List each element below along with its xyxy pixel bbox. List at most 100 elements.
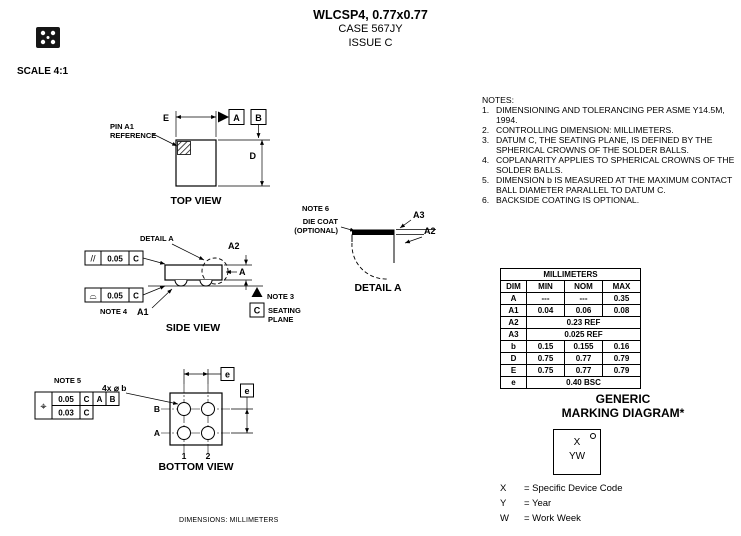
- dim-e-box: [220, 367, 235, 381]
- coplanarity-symbol-icon: ⌓: [89, 291, 96, 301]
- cell-span: 0.40 BSC: [526, 376, 641, 389]
- note-item: 2. CONTROLLING DIMENSION: MILLIMETERS.: [482, 125, 740, 135]
- pin-a1-reference-label: PIN A1: [110, 122, 134, 131]
- fcf-datum: C: [84, 395, 90, 404]
- side-view-title: SIDE VIEW: [166, 322, 220, 334]
- col-label-2: 2: [206, 451, 211, 461]
- col-label-1: 1: [182, 451, 187, 461]
- fcf-tolerance: 0.05: [107, 255, 123, 264]
- cell-nom: ---: [564, 292, 603, 305]
- side-view: DETAIL A A2 A // 0.05 C: [84, 234, 301, 334]
- datum-c-box: [249, 302, 265, 318]
- note-text: DIMENSION b IS MEASURED AT THE MAXIMUM C…: [496, 175, 733, 195]
- ball-dot: [40, 30, 46, 36]
- dim-a1-leader: [151, 288, 173, 309]
- legend-row: Y = Year: [500, 498, 622, 513]
- cell-span: 0.025 REF: [526, 328, 641, 341]
- dim-e-label: e: [244, 386, 249, 396]
- cell-max: 0.16: [602, 340, 641, 353]
- dim-a-label: A: [239, 267, 246, 277]
- fcf-tolerance: 0.05: [58, 395, 74, 404]
- pin-a1-hatch-mark: [177, 141, 191, 155]
- solder-ball: [177, 426, 191, 440]
- cell-dim: A: [500, 292, 527, 305]
- detail-a-title: DETAIL A: [354, 282, 401, 294]
- pin-one-indicator-icon: [590, 433, 596, 439]
- datum-b-label: B: [255, 113, 262, 123]
- centerlines: [161, 384, 231, 454]
- device-code-mark: X: [573, 437, 581, 448]
- fcf-datum: C: [133, 292, 139, 301]
- extension-lines: [396, 229, 436, 235]
- bottom-view-title: BOTTOM VIEW: [158, 461, 233, 473]
- table-row: MILLIMETERS: [500, 268, 641, 281]
- note-item: 5. DIMENSION b IS MEASURED AT THE MAXIMU…: [482, 175, 740, 195]
- solder-ball: [201, 426, 215, 440]
- note3-ref: NOTE 3: [267, 292, 294, 301]
- dim-a1-label: A1: [137, 307, 149, 317]
- solder-ball: [174, 279, 188, 287]
- legend-desc: = Work Week: [524, 513, 581, 524]
- dimensions-footnote: DIMENSIONS: MILLIMETERS: [179, 517, 279, 524]
- legend-desc: = Specific Device Code: [524, 483, 623, 494]
- table-row: A --- --- 0.35: [500, 292, 641, 305]
- dim-e-label: e: [225, 370, 230, 380]
- bottom-view: NOTE 5 ⌖ 0.05 C A B 0.03 C 4x ⌀ b: [34, 367, 254, 473]
- body-corner-lines: [351, 229, 395, 263]
- note-text: COPLANARITY APPLIES TO SPHERICAL CROWNS …: [496, 155, 735, 175]
- note-item: 6. BACKSIDE COATING IS OPTIONAL.: [482, 195, 740, 205]
- parallelism-symbol-icon: //: [90, 254, 96, 264]
- unit-header-cell: MILLIMETERS: [500, 268, 641, 281]
- ball-dot: [40, 39, 46, 45]
- cell-dim: E: [500, 364, 527, 377]
- table-row: D 0.75 0.77 0.79: [500, 352, 641, 365]
- table-row: A1 0.04 0.06 0.08: [500, 304, 641, 317]
- datum-a-label: A: [233, 113, 240, 123]
- fcf-parallelism: // 0.05 C: [84, 250, 166, 266]
- fcf-datum: B: [110, 395, 116, 404]
- cell-nom: 0.77: [564, 352, 603, 365]
- top-view-title: TOP VIEW: [171, 195, 222, 207]
- fcf-datum: C: [133, 255, 139, 264]
- dim-d-label: D: [250, 151, 257, 161]
- note-text: CONTROLLING DIMENSION: MILLIMETERS.: [496, 125, 674, 135]
- dim-a3-label: A3: [413, 210, 425, 220]
- die-coat-label2: (OPTIONAL): [294, 226, 338, 235]
- legend-row: X = Specific Device Code: [500, 483, 622, 498]
- cell-dim: A3: [500, 328, 527, 341]
- ball-callout-leader: [125, 392, 179, 405]
- cell-max: 0.79: [602, 364, 641, 377]
- cell-dim: A1: [500, 304, 527, 317]
- cell-min: 0.15: [526, 340, 565, 353]
- cell-nom: 0.155: [564, 340, 603, 353]
- extension-lines: [183, 369, 253, 434]
- solder-ball: [201, 402, 215, 416]
- note-number: 6.: [482, 195, 490, 205]
- package-outline: [169, 392, 223, 446]
- seating-plane-label2: PLANE: [268, 315, 293, 324]
- fcf-datum: C: [84, 409, 90, 418]
- solder-ball: [199, 279, 213, 287]
- marking-diagram-box: X YW: [553, 429, 601, 475]
- dim-a2-label: A2: [228, 241, 240, 251]
- row-label-b: B: [154, 404, 160, 414]
- note-item: 1. DIMENSIONING AND TOLERANCING PER ASME…: [482, 105, 740, 125]
- cell-max: 0.08: [602, 304, 641, 317]
- note5-ref: NOTE 5: [54, 376, 81, 385]
- table-row: A3 0.025 REF: [500, 328, 641, 341]
- table-row: b 0.15 0.155 0.16: [500, 340, 641, 353]
- cell-dim: b: [500, 340, 527, 353]
- notes-block: NOTES: 1. DIMENSIONING AND TOLERANCING P…: [482, 95, 740, 205]
- dimension-table: MILLIMETERS DIM MIN NOM MAX A --- --- 0.…: [500, 268, 641, 389]
- cell-nom: 0.77: [564, 364, 603, 377]
- seating-datum-triangle: [251, 287, 263, 297]
- note-number: 1.: [482, 105, 490, 115]
- legend-row: W = Work Week: [500, 513, 622, 528]
- pin-a1-reference-label2: REFERENCE: [110, 131, 156, 140]
- ball-outline-dashed: [351, 242, 388, 280]
- notes-heading: NOTES:: [482, 95, 514, 105]
- top-view: PIN A1 REFERENCE E A B D TOP VIEW: [110, 109, 270, 207]
- fcf-tolerance: 0.05: [107, 292, 123, 301]
- package-outline: [175, 139, 217, 187]
- cell-span: 0.23 REF: [526, 316, 641, 329]
